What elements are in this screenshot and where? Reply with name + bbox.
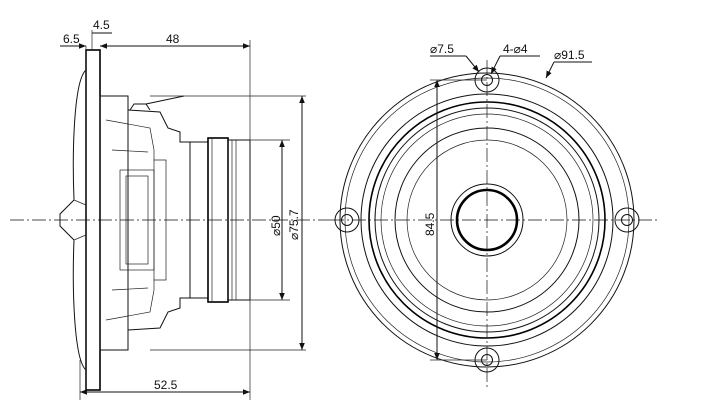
mounting-hole-left — [334, 207, 360, 233]
dim-hole-diameter: ⌀7.5 — [430, 42, 454, 56]
dim-magnet-diameter: ⌀50 — [269, 215, 283, 236]
dim-hole-spacing: 84.5 — [423, 212, 437, 236]
dim-body-diameter: ⌀75.7 — [287, 209, 301, 240]
basket-frame — [99, 95, 129, 351]
dust-cap-inner — [455, 188, 519, 252]
cone-circle — [394, 127, 580, 313]
cone-front-profile — [59, 69, 87, 371]
dim-outer-diameter: ⌀91.5 — [554, 48, 585, 62]
side-view: 6.5 4.5 48 52.5 ⌀50 ⌀75.7 — [10, 18, 330, 400]
dim-overall-depth: 52.5 — [154, 378, 178, 392]
outer-flange-circle — [339, 72, 635, 368]
terminal-tab — [129, 95, 185, 111]
front-view: 84.5 ⌀7.5 4-⌀4 ⌀91.5 — [330, 42, 660, 390]
dust-cap-outer — [450, 183, 524, 257]
dim-flange-thickness: 4.5 — [93, 18, 110, 32]
dim-flange-offset: 6.5 — [63, 32, 80, 46]
dim-hole-count: 4-⌀4 — [503, 42, 528, 56]
mounting-hole-right — [614, 207, 640, 233]
surround-outer — [360, 93, 614, 347]
dim-depth-motor: 48 — [166, 32, 180, 46]
